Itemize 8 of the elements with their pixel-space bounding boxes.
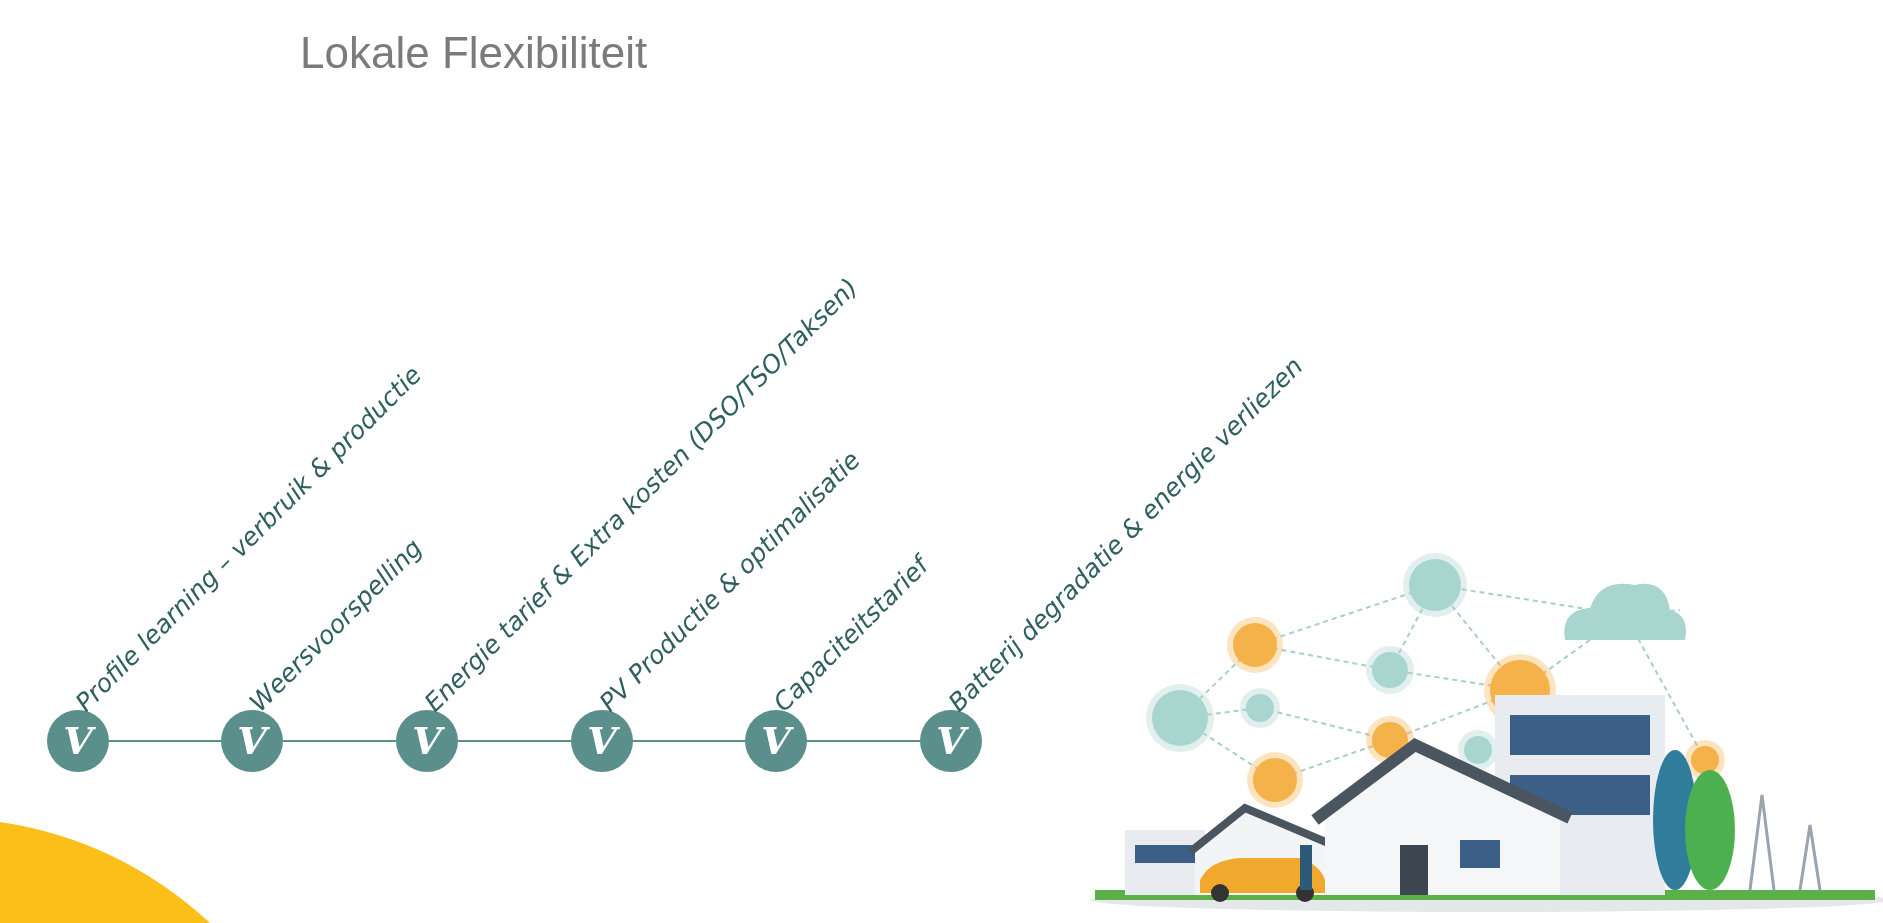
connector-line xyxy=(457,740,572,742)
connector-line xyxy=(806,740,921,742)
slide-title: Lokale Flexibiliteit xyxy=(300,28,648,78)
connector-line xyxy=(632,740,746,742)
connector-line xyxy=(282,740,397,742)
check-letter: V xyxy=(745,710,807,772)
check-letter: V xyxy=(221,710,283,772)
connector-line xyxy=(108,740,222,742)
